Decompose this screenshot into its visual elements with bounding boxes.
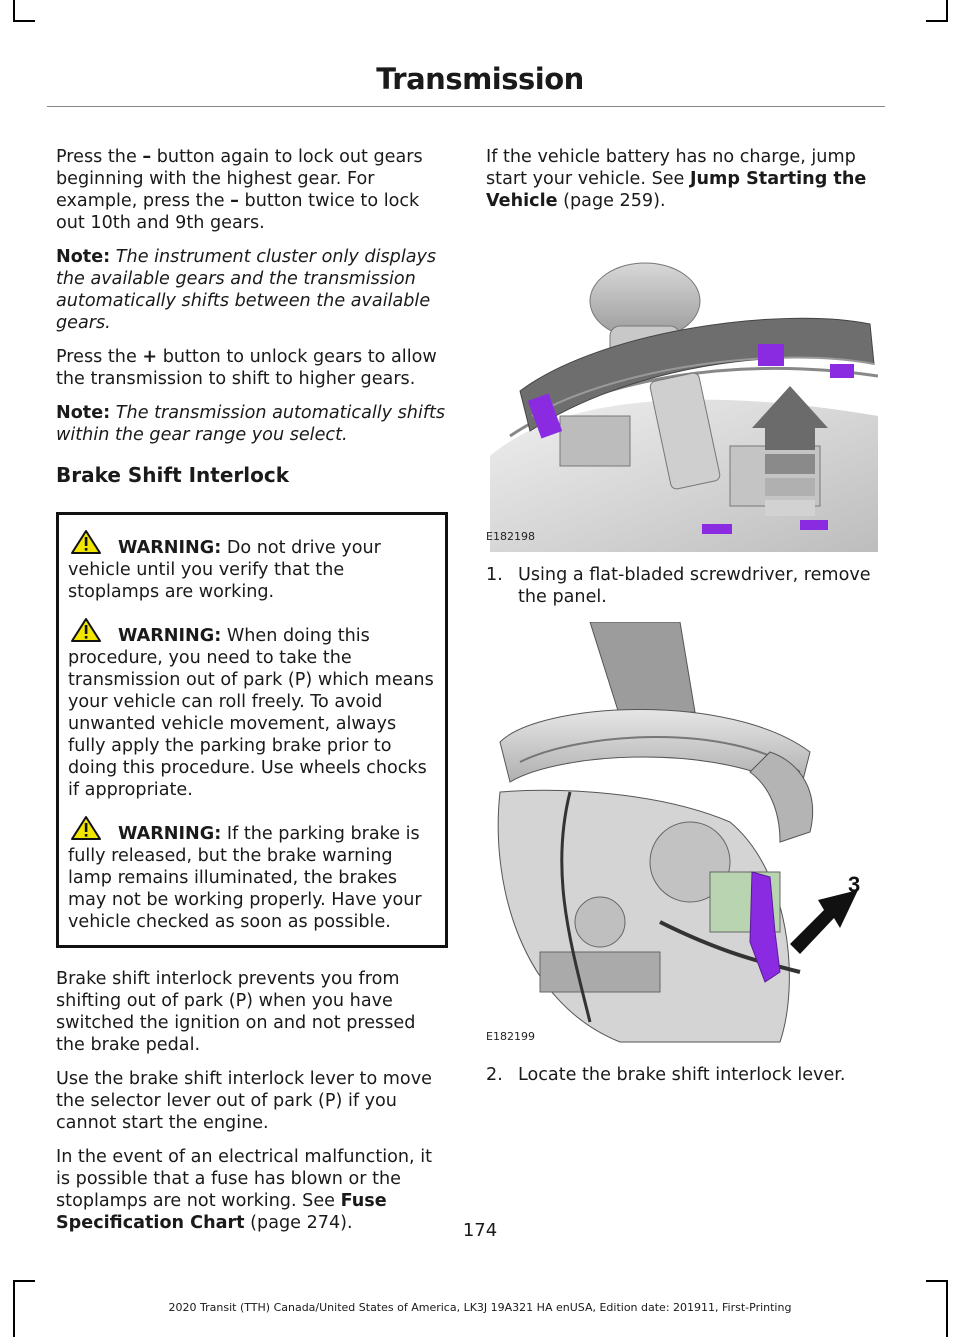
warning-triangle-icon bbox=[71, 816, 101, 840]
minus-symbol: – bbox=[142, 147, 152, 167]
paragraph-lock-gears: Press the – button again to lock out gea… bbox=[56, 146, 448, 234]
section-heading: Brake Shift Interlock bbox=[56, 463, 290, 487]
step-text: Using a flat-bladed screwdriver, remove … bbox=[518, 565, 871, 607]
paragraph-electrical-malfunction: In the event of an electrical malfunctio… bbox=[56, 1146, 448, 1234]
right-column: If the vehicle battery has no charge, ju… bbox=[480, 146, 884, 1100]
note-instrument-cluster: Note: The instrument cluster only displa… bbox=[56, 246, 448, 334]
figure-code: E182198 bbox=[486, 530, 535, 543]
figure-locate-lever: 3 E182199 bbox=[480, 622, 878, 1052]
crop-mark-top-left-v bbox=[13, 0, 15, 22]
text: Press the bbox=[56, 147, 143, 167]
text: button to unlock gears to allow the tran… bbox=[56, 347, 437, 389]
shifter-panel-illustration bbox=[480, 246, 878, 552]
crop-mark-bottom-right-h bbox=[926, 1280, 948, 1282]
crop-mark-bottom-left-v bbox=[13, 1280, 15, 1337]
text: (page 274). bbox=[244, 1213, 353, 1233]
minus-symbol: – bbox=[230, 191, 239, 211]
text: In the event of an electrical malfunctio… bbox=[56, 1147, 432, 1211]
note-label: Note: bbox=[56, 247, 111, 267]
text: (page 259). bbox=[557, 191, 666, 211]
warning-text: Do not drive your vehicle until you veri… bbox=[68, 538, 381, 602]
paragraph-interlock-lever-use: Use the brake shift interlock lever to m… bbox=[56, 1069, 432, 1133]
figure-remove-panel: E182198 bbox=[480, 246, 878, 552]
crop-mark-bottom-left-h bbox=[13, 1280, 35, 1282]
paragraph-jump-start: If the vehicle battery has no charge, ju… bbox=[486, 146, 884, 212]
plus-symbol: + bbox=[142, 347, 158, 367]
interlock-lever-illustration: 3 bbox=[480, 622, 878, 1052]
figure-callout: 3 bbox=[848, 872, 860, 897]
page-title: Transmission bbox=[376, 62, 584, 96]
paragraph-interlock-description: Brake shift interlock prevents you from … bbox=[56, 969, 416, 1055]
text: Press the bbox=[56, 347, 143, 367]
step-2: 2. Locate the brake shift interlock leve… bbox=[486, 1064, 884, 1086]
warning-label: WARNING: bbox=[118, 824, 222, 844]
step-number: 2. bbox=[486, 1065, 503, 1085]
crop-mark-bottom-right-v bbox=[946, 1280, 948, 1337]
warning-triangle-icon bbox=[71, 618, 101, 642]
paragraph-unlock-gears: Press the + button to unlock gears to al… bbox=[56, 346, 448, 390]
crop-mark-top-right-h bbox=[926, 20, 948, 22]
warning-item: WARNING: Do not drive your vehicle until… bbox=[68, 529, 437, 603]
note-gear-range: Note: The transmission automatically shi… bbox=[56, 402, 448, 446]
text: button again to lock out gears beginning… bbox=[56, 147, 423, 211]
warning-item: WARNING: If the parking brake is fully r… bbox=[68, 815, 437, 933]
warning-text: If the parking brake is fully released, … bbox=[68, 824, 422, 932]
page-number: 174 bbox=[462, 1220, 498, 1241]
crop-mark-top-right-v bbox=[946, 0, 948, 22]
warning-item: WARNING: When doing this procedure, you … bbox=[68, 617, 437, 801]
step-1: 1. Using a flat-bladed screwdriver, remo… bbox=[486, 564, 884, 608]
note-text: The instrument cluster only displays the… bbox=[56, 247, 437, 333]
note-text: The transmission automatically shifts wi… bbox=[56, 403, 446, 445]
left-column: Press the – button again to lock out gea… bbox=[56, 146, 448, 1246]
text: If the vehicle battery has no charge, ju… bbox=[486, 147, 856, 189]
warning-text: When doing this procedure, you need to t… bbox=[68, 626, 434, 800]
cross-reference-link[interactable]: Fuse Specification Chart bbox=[56, 1191, 387, 1233]
text: button twice to lock out 10th and 9th ge… bbox=[56, 191, 420, 233]
warning-label: WARNING: bbox=[118, 538, 222, 558]
cross-reference-link[interactable]: Jump Starting the Vehicle bbox=[486, 169, 867, 211]
warning-box: WARNING: Do not drive your vehicle until… bbox=[56, 512, 448, 948]
warning-label: WARNING: bbox=[118, 626, 222, 646]
figure-code: E182199 bbox=[486, 1030, 535, 1043]
crop-mark-top-left-h bbox=[13, 20, 35, 22]
warning-triangle-icon bbox=[71, 530, 101, 554]
header-divider bbox=[47, 106, 885, 107]
footer-edition: 2020 Transit (TTH) Canada/United States … bbox=[168, 1301, 792, 1314]
step-text: Locate the brake shift interlock lever. bbox=[518, 1065, 846, 1085]
note-label: Note: bbox=[56, 403, 111, 423]
step-number: 1. bbox=[486, 565, 503, 585]
